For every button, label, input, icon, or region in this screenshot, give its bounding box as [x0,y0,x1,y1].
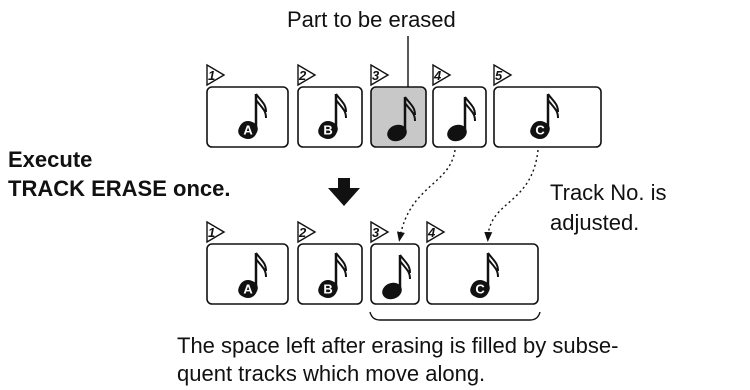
track-number: 1 [208,225,215,240]
execute-label-line1: Execute [8,147,92,172]
letter-badge [531,121,549,139]
track-number: 3 [372,68,380,83]
moved-tracks-bracket [369,311,541,321]
svg-text:C: C [475,282,485,297]
track-number: 2 [298,225,307,240]
move-arrow-track5 [484,149,539,242]
music-note-icon [447,96,476,142]
execute-label-line2: TRACK ERASE once. [8,176,230,201]
track-block [297,243,363,305]
track-number: 5 [495,68,503,83]
track-number: 4 [433,68,442,83]
after-track-2: 2 B [297,220,363,305]
music-note-icon: B [318,252,347,298]
move-arrow-track4 [397,149,456,242]
track-flag-icon [206,63,226,87]
track-block-erased [370,86,427,148]
music-note-icon [382,254,411,300]
svg-text:B: B [323,123,332,138]
before-track-3-erased: 3 [370,63,427,148]
track-flag-icon [432,63,452,87]
track-flag-icon [426,220,446,244]
svg-text:A: A [243,123,253,138]
before-track-5: 5 C [493,63,602,148]
track-flag-icon [370,220,390,244]
track-number: 1 [208,68,215,83]
letter-badge [471,280,489,298]
after-track-row: 1 A 2 B 3 [206,220,539,305]
before-track-4: 4 [432,63,487,148]
track-adjusted-line2: adjusted. [550,210,639,235]
track-flag-icon [493,63,513,87]
before-track-row: 1 A 2 B 3 [206,63,602,148]
svg-text:C: C [535,123,545,138]
track-number: 4 [427,225,436,240]
letter-badge [239,280,257,298]
track-block [426,243,539,305]
music-note-icon: C [530,93,559,139]
letter-badge [319,121,337,139]
track-flag-icon [370,63,390,87]
track-block [206,86,289,148]
svg-text:B: B [323,282,332,297]
track-block [432,86,487,148]
part-to-erase-label: Part to be erased [287,7,456,32]
track-flag-icon [206,220,226,244]
before-track-2: 2 B [297,63,363,148]
track-adjusted-line1: Track No. is [550,180,667,205]
track-block [206,243,289,305]
svg-text:A: A [243,282,253,297]
after-track-3: 3 [370,220,420,305]
track-flag-icon [297,63,317,87]
music-note-icon [387,96,416,142]
music-note-icon: A [238,93,267,139]
track-number: 3 [372,225,380,240]
music-note-icon: B [318,93,347,139]
track-flag-icon [297,220,317,244]
track-number: 2 [298,68,307,83]
after-track-1: 1 A [206,220,289,305]
letter-badge [239,121,257,139]
track-block [297,86,363,148]
music-note-icon: C [470,252,499,298]
music-note-icon: A [238,252,267,298]
caption-line2: quent tracks which move along. [177,361,485,386]
letter-badge [319,280,337,298]
down-arrow-icon [328,178,360,206]
caption-line1: The space left after erasing is filled b… [177,333,618,358]
before-track-1: 1 A [206,63,289,148]
after-track-4: 4 C [426,220,539,305]
